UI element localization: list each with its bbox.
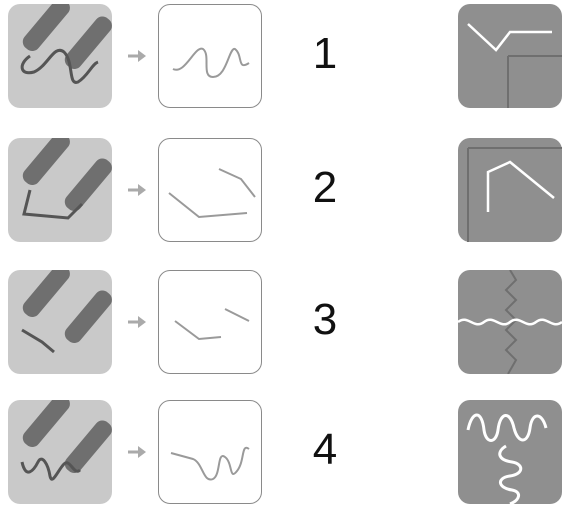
row-1: 1	[0, 4, 566, 108]
row-number: 2	[300, 148, 350, 228]
line-drawing-2	[158, 138, 262, 242]
arrow-icon	[128, 313, 148, 331]
row-2: 2	[0, 138, 566, 242]
line-drawing-3	[158, 270, 262, 374]
electrode-photo-3	[8, 270, 112, 374]
row-number: 4	[300, 410, 350, 490]
electrode-photo-4	[8, 400, 112, 504]
serpentine-pattern-icon	[458, 400, 562, 504]
arrow-icon	[128, 443, 148, 461]
line-drawing-4	[158, 400, 262, 504]
zigzag-corner-pattern-icon	[458, 4, 562, 108]
arrow-icon	[128, 181, 148, 199]
row-number: 1	[300, 14, 350, 94]
electrode-photo-2	[8, 138, 112, 242]
row-number: 3	[300, 280, 350, 360]
row-3: 3	[0, 270, 566, 374]
bent-corner-pattern-icon	[458, 138, 562, 242]
line-drawing-1	[158, 4, 262, 108]
electrode-photo-1	[8, 4, 112, 108]
row-4: 4	[0, 400, 566, 504]
wave-cross-pattern-icon	[458, 270, 562, 374]
arrow-icon	[128, 47, 148, 65]
